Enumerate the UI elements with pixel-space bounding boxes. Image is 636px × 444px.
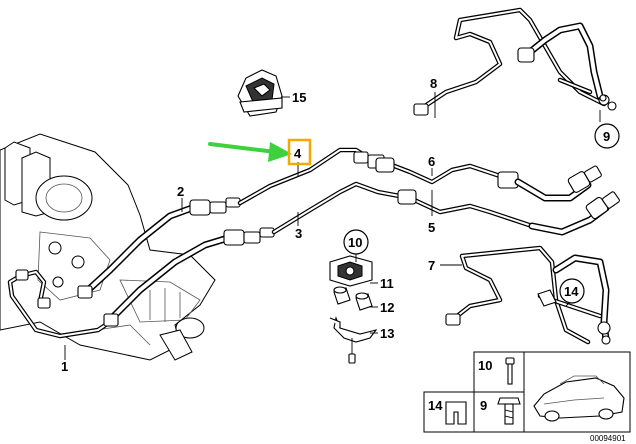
- callout-5: 5: [428, 220, 435, 235]
- oil-cooler-line-1: [7, 269, 119, 339]
- callout-11: 11: [380, 276, 394, 291]
- callout-13: 13: [380, 326, 394, 341]
- car-silhouette: [533, 375, 625, 422]
- oil-cooler-pipe-6: [375, 157, 602, 202]
- clip-part-14: [537, 289, 557, 307]
- legend-label-10: 10: [478, 358, 492, 373]
- holder-bracket-part-13: [329, 316, 378, 364]
- callout-6: 6: [428, 154, 435, 169]
- oil-cooler-pipe-4: [237, 147, 385, 206]
- rubber-mount-part-15: [237, 69, 283, 117]
- callout-14-circle: [559, 278, 585, 304]
- callout-10-circle: [343, 229, 369, 255]
- callout-1: 1: [61, 359, 68, 374]
- legend-box-10: [473, 351, 525, 393]
- legend-panel: 10 9 14: [423, 351, 631, 433]
- oil-cooler-hose-3: [103, 227, 275, 327]
- legend-label-9: 9: [480, 398, 487, 413]
- callout-10: 10: [348, 235, 362, 250]
- oil-cooler-hose-2: [77, 197, 241, 299]
- callout-9: 9: [603, 129, 610, 144]
- leader-lines: [64, 92, 601, 360]
- rubber-grommet-part-12: [333, 286, 373, 311]
- callout-4: 4: [294, 146, 302, 161]
- oil-cooler-pipe-7: [445, 245, 611, 345]
- hose-bracket-part-11: [329, 255, 373, 287]
- document-number: 00094901: [590, 434, 626, 443]
- callout-14: 14: [564, 284, 579, 299]
- legend-bolt-10: [505, 357, 515, 385]
- callout-8: 8: [430, 76, 437, 91]
- callout-7: 7: [428, 258, 435, 273]
- callout-12: 12: [380, 300, 394, 315]
- callout-15: 15: [292, 90, 306, 105]
- callout-labels: 1 2 3 4 5 6 7 8 9 10 11 12 13 14 15: [61, 76, 620, 374]
- legend-clip-14: [445, 401, 467, 425]
- callout-3: 3: [295, 226, 302, 241]
- callout-2: 2: [177, 184, 184, 199]
- oil-cooler-pipe-8: [413, 7, 617, 116]
- oil-cooler-pipe-5: [271, 181, 620, 236]
- engine-block: [0, 133, 216, 361]
- callout-4-highlight-box: [287, 138, 312, 166]
- highlight-arrow: [208, 142, 292, 162]
- legend-bolt-9: [497, 397, 521, 425]
- callout-9-circle: [594, 123, 620, 149]
- bolt-part-9-top: [599, 94, 607, 102]
- legend-label-14: 14: [428, 398, 443, 413]
